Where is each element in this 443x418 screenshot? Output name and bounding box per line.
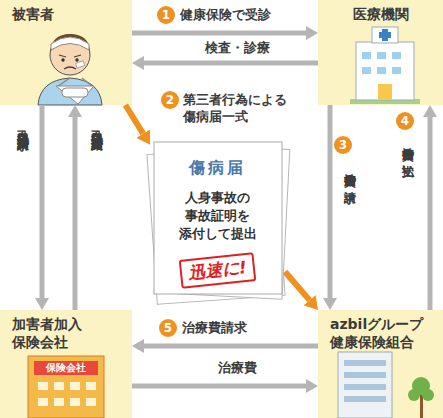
window bbox=[54, 398, 64, 406]
actor-box: 医療機関 bbox=[318, 0, 443, 105]
urgent-stamp: 迅速に! bbox=[179, 252, 256, 289]
person-hair bbox=[50, 34, 90, 52]
insurance-building bbox=[28, 356, 104, 418]
flow-arrow bbox=[73, 117, 78, 310]
building-tower bbox=[372, 27, 398, 43]
window bbox=[38, 382, 48, 390]
building-body bbox=[338, 352, 392, 418]
actor-box: azbilグループ 健康保険組合 bbox=[318, 310, 443, 418]
flow-arrow bbox=[328, 105, 333, 298]
cheek-plaster bbox=[76, 61, 85, 68]
window-row bbox=[344, 384, 386, 390]
window bbox=[70, 382, 80, 390]
tree-leaves bbox=[408, 389, 420, 401]
medical-cross bbox=[379, 32, 391, 38]
callout-number: 1 bbox=[157, 6, 175, 24]
window bbox=[54, 382, 64, 390]
head-bandage bbox=[51, 37, 89, 50]
document-body: 人身事故の 事故証明を 添付して提出 bbox=[168, 189, 268, 244]
tree-leaves bbox=[412, 377, 430, 395]
callout-number: 3 bbox=[334, 136, 352, 154]
document-page bbox=[154, 143, 290, 299]
flow-arrow bbox=[40, 105, 45, 298]
box-title: 医療機関 bbox=[318, 6, 443, 24]
window bbox=[86, 398, 96, 406]
flow-label: 治療費 bbox=[218, 360, 298, 377]
sling-strap bbox=[58, 78, 92, 86]
flow-arrow bbox=[285, 272, 310, 300]
flow-label: 第三者行為による 傷病届一式 bbox=[183, 92, 313, 126]
sign-text: 保険会社 bbox=[34, 361, 98, 375]
flow-arrow bbox=[125, 105, 143, 134]
box-title: 被害者 bbox=[12, 6, 120, 24]
hospital-building bbox=[350, 27, 420, 104]
box-title: azbilグループ 健康保険組合 bbox=[330, 316, 438, 351]
flow-label: 自己負担分治療費支給 bbox=[88, 120, 104, 130]
union-building bbox=[338, 352, 434, 418]
person-brows bbox=[59, 55, 81, 57]
window bbox=[362, 52, 371, 59]
window bbox=[70, 398, 80, 406]
flow-arrow bbox=[428, 117, 433, 310]
flow-label: 検査・診療 bbox=[205, 40, 305, 57]
building-body bbox=[28, 356, 104, 418]
window-row bbox=[344, 360, 386, 366]
callout-number: 4 bbox=[396, 112, 414, 130]
medical-cross bbox=[382, 29, 388, 41]
arm-cast bbox=[62, 88, 88, 97]
window bbox=[377, 52, 386, 59]
injured-person bbox=[38, 34, 102, 105]
window bbox=[86, 382, 96, 390]
flow-label: 健康保険で受診 bbox=[180, 7, 320, 24]
actor-box: 加害者加入 保険会社 bbox=[0, 310, 132, 418]
building-sign bbox=[34, 361, 98, 375]
flow-arrow bbox=[144, 61, 318, 66]
door bbox=[378, 84, 392, 100]
window bbox=[392, 52, 401, 59]
document-page bbox=[154, 142, 282, 294]
person-head bbox=[50, 35, 90, 75]
callout-number: 5 bbox=[159, 319, 177, 337]
window bbox=[392, 67, 401, 74]
window-row bbox=[344, 396, 386, 402]
document-title: 傷病届 bbox=[189, 158, 246, 179]
person-eye bbox=[75, 58, 78, 61]
window bbox=[38, 398, 48, 406]
actor-box: 被害者 bbox=[0, 0, 132, 105]
flow-label: 自己負担分治療費請求 bbox=[14, 120, 30, 130]
tree-leaves bbox=[422, 389, 434, 401]
tree-trunk bbox=[420, 392, 423, 418]
flow-label: 治療費の支払い bbox=[399, 137, 415, 172]
window bbox=[362, 67, 371, 74]
person-mouth bbox=[64, 67, 76, 69]
ground bbox=[350, 99, 420, 104]
flow-label: 治療費請求 bbox=[182, 320, 292, 337]
window bbox=[377, 67, 386, 74]
person-body bbox=[38, 78, 102, 105]
flow-label: 治療費の請求 bbox=[341, 163, 357, 183]
person-eye bbox=[61, 58, 64, 61]
arm-sling bbox=[56, 86, 94, 104]
flow-arrow bbox=[144, 344, 318, 349]
flow-arrow bbox=[132, 31, 306, 36]
box-title: 加害者加入 保険会社 bbox=[12, 316, 120, 351]
document-node: 傷病届人身事故の 事故証明を 添付して提出迅速に! bbox=[150, 140, 285, 295]
flow-arrow bbox=[132, 384, 306, 389]
callout-number: 2 bbox=[161, 91, 179, 109]
window-row bbox=[344, 372, 386, 378]
building-body bbox=[356, 42, 414, 100]
